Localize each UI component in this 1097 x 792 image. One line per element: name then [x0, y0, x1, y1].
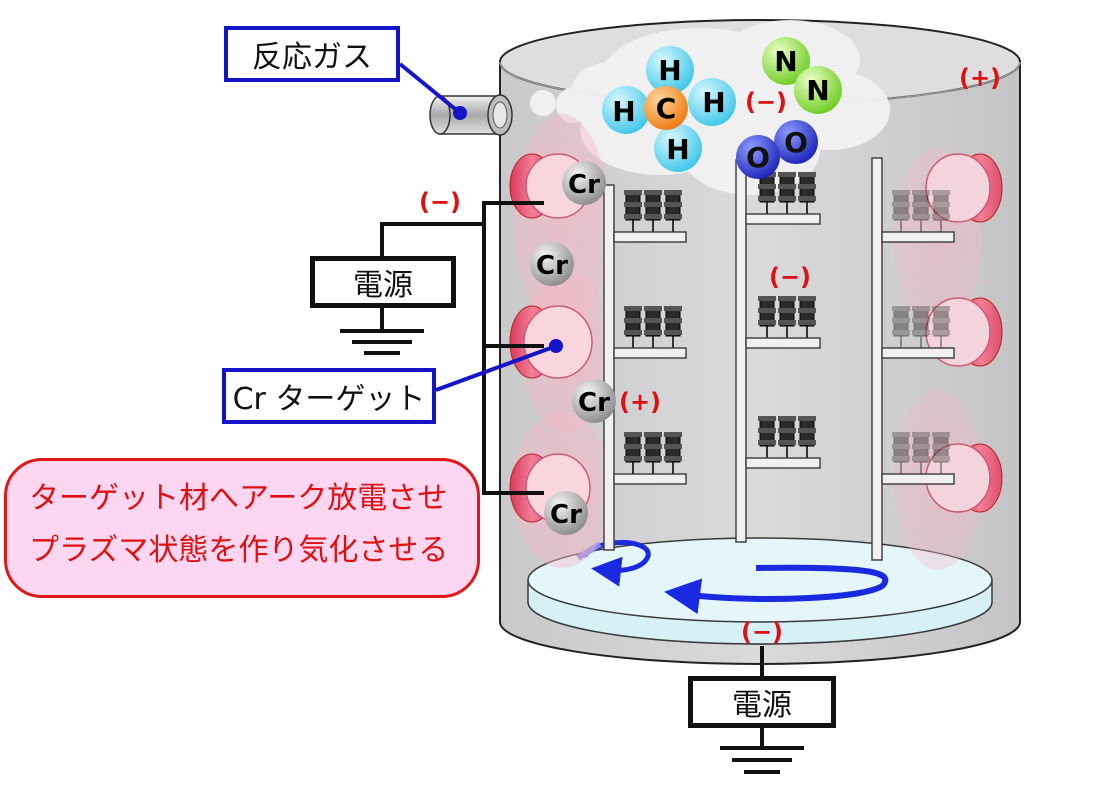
molecule-ch4: H H H H C: [602, 46, 736, 172]
workpiece: [624, 432, 642, 474]
workpiece: [912, 190, 930, 232]
left-targets: [509, 153, 593, 523]
left-wiring: [380, 201, 544, 495]
workpiece: [912, 432, 930, 474]
workpiece: [932, 432, 950, 474]
workpiece: [912, 306, 930, 348]
workpiece: [778, 416, 796, 458]
polarity-table: (−): [741, 618, 783, 646]
workpiece: [798, 296, 816, 338]
polarity-holder: (−): [769, 263, 811, 291]
molecule-n2: N N: [762, 37, 842, 114]
gas-inlet-pipe: [429, 94, 513, 136]
cr-particle-2: Cr: [536, 251, 568, 281]
target-marker: [549, 339, 563, 353]
atom-n-2: N: [806, 74, 829, 107]
workpiece: [778, 172, 796, 214]
atom-h-1: H: [658, 54, 681, 87]
workpiece: [892, 190, 910, 232]
leader-lines: [398, 62, 557, 392]
molecule-o2: O O: [736, 120, 818, 179]
workpiece: [644, 190, 662, 232]
reaction-gas-label: 反応ガス: [224, 26, 400, 82]
workpiece: [798, 416, 816, 458]
polarity-gas: (−): [745, 88, 787, 116]
polarity-chamber: (+): [959, 64, 1001, 92]
workpiece: [664, 432, 682, 474]
workpieces: [624, 172, 950, 474]
gas-inlet-marker: [453, 106, 467, 120]
workpiece: [892, 306, 910, 348]
polarity-labels: (+) (−) (−) (−) (+) (−): [419, 64, 1001, 646]
atom-o-1: O: [784, 126, 808, 159]
workpiece: [778, 296, 796, 338]
atom-h-3: H: [702, 86, 725, 119]
atom-h-4: H: [666, 133, 689, 166]
atom-o-2: O: [746, 141, 770, 174]
workpiece: [624, 306, 642, 348]
polarity-cr-ion: (+): [619, 388, 661, 416]
workpiece: [624, 190, 642, 232]
atom-h-2: H: [612, 95, 635, 128]
note-line-1: ターゲット材へアーク放電させ: [29, 481, 448, 516]
cr-particle-3: Cr: [578, 388, 610, 418]
workpiece: [644, 306, 662, 348]
workpiece: [932, 190, 950, 232]
workpiece: [644, 432, 662, 474]
atom-c: C: [656, 92, 677, 125]
cr-particle-1: Cr: [568, 170, 600, 200]
workpiece-holders: [603, 157, 955, 561]
workpiece: [758, 296, 776, 338]
atom-n-1: N: [774, 45, 797, 78]
workpiece: [798, 172, 816, 214]
workpiece: [664, 306, 682, 348]
arc-discharge-note: ターゲット材へアーク放電させ プラズマ状態を作り気化させる: [4, 458, 480, 598]
power-supply-bottom: 電源: [688, 676, 836, 728]
power-supply-left: 電源: [310, 256, 456, 308]
cr-particle-4: Cr: [550, 500, 582, 530]
cr-target-label: Cr ターゲット: [222, 368, 436, 424]
workpiece: [664, 190, 682, 232]
polarity-left-wire: (−): [419, 188, 461, 216]
workpiece: [758, 416, 776, 458]
workpiece: [892, 432, 910, 474]
bottom-wiring: [720, 646, 804, 774]
workpiece: [932, 306, 950, 348]
left-ground-symbol: [340, 329, 424, 355]
note-line-2: プラズマ状態を作り気化させる: [29, 533, 449, 568]
cr-particles: Cr Cr Cr Cr: [530, 161, 616, 535]
